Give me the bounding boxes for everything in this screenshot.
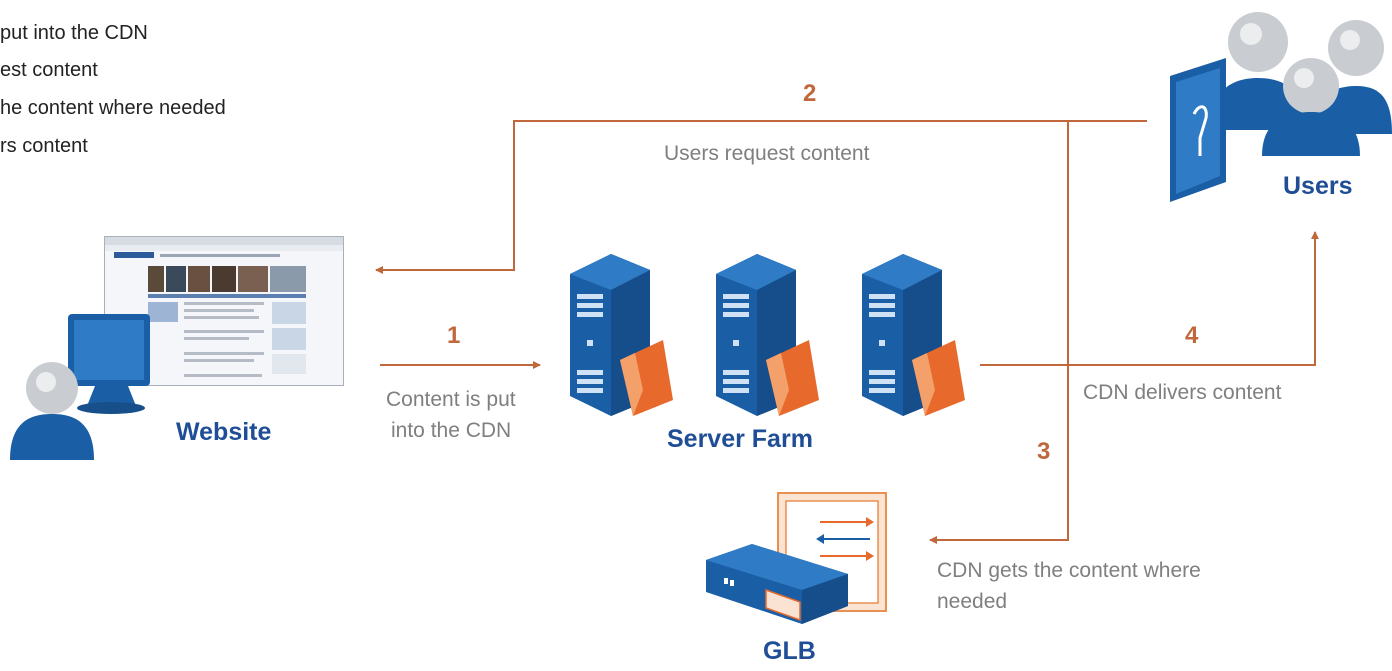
step-4-number: 4 [1185, 322, 1199, 349]
step-3-line-1: CDN gets the content where [937, 559, 1201, 582]
step-3-description: CDN gets the content where needed [937, 555, 1201, 617]
legend-line-4: rs content [0, 135, 88, 157]
arrow-step-4 [980, 231, 1319, 366]
folder-icon [912, 340, 965, 416]
legend-line-2: est content [0, 59, 98, 81]
users-label: Users [1283, 172, 1353, 200]
step-1-description: Content is put into the CDN [386, 384, 516, 446]
legend-line-1: put into the CDN [0, 22, 148, 44]
website-label: Website [176, 418, 272, 446]
step-1-line-2: into the CDN [391, 419, 512, 442]
step-3-number: 3 [1037, 438, 1051, 465]
user-icon [10, 310, 160, 465]
step-2-number: 2 [803, 80, 817, 107]
glb-label: GLB [763, 637, 816, 665]
users-group-icon [1160, 6, 1392, 211]
step-1-line-1: Content is put [386, 388, 516, 411]
arrow-step-2 [375, 120, 1147, 274]
arrow-step-3 [929, 121, 1069, 544]
server-farm-label: Server Farm [667, 425, 813, 453]
legend-line-3: he content where needed [0, 97, 226, 119]
step-4-description: CDN delivers content [1083, 381, 1282, 404]
step-2-description: Users request content [664, 142, 870, 165]
browser-screenshot-icon [104, 236, 344, 391]
folder-icon [766, 340, 819, 416]
load-balancer-icon [700, 490, 890, 635]
step-1-number: 1 [447, 322, 461, 349]
step-3-line-2: needed [937, 590, 1008, 613]
server-farm [565, 250, 985, 425]
folder-icon [620, 340, 673, 416]
